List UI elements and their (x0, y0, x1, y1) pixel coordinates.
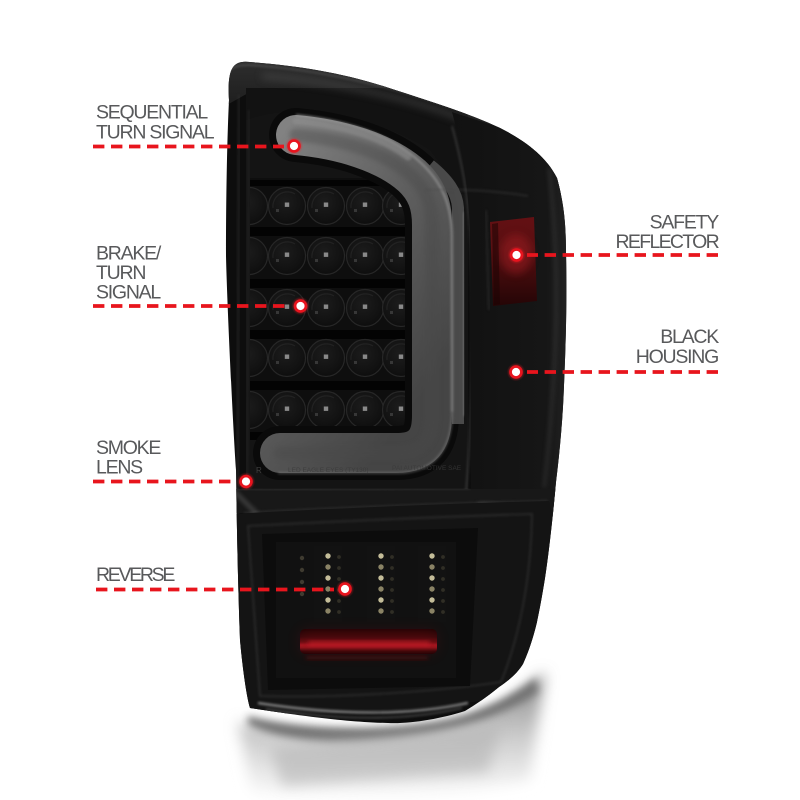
svg-text:REVERSE: REVERSE (96, 564, 175, 586)
svg-text:HOUSING: HOUSING (636, 346, 718, 368)
svg-text:REFLECTOR: REFLECTOR (616, 231, 720, 253)
svg-text:BLACK: BLACK (660, 326, 719, 348)
svg-text:SIGNAL: SIGNAL (96, 281, 161, 303)
svg-text:LENS: LENS (96, 456, 143, 478)
svg-text:SMOKE: SMOKE (96, 437, 161, 459)
svg-text:TURN SIGNAL: TURN SIGNAL (96, 121, 215, 143)
svg-text:PAI AUTOMOTIVE SAE: PAI AUTOMOTIVE SAE (392, 465, 462, 472)
svg-text:R: R (256, 466, 262, 475)
svg-text:LED EAGLE EYES (TY130): LED EAGLE EYES (TY130) (288, 467, 369, 474)
svg-text:SAFETY: SAFETY (650, 211, 720, 233)
svg-text:BRAKE/: BRAKE/ (96, 243, 162, 265)
svg-text:SEQUENTIAL: SEQUENTIAL (96, 102, 208, 124)
svg-text:TURN: TURN (96, 262, 145, 284)
